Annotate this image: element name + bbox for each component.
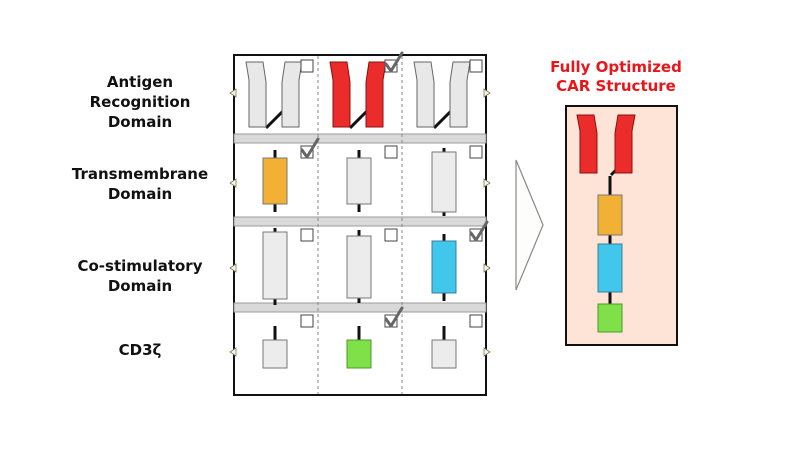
checkbox[interactable] xyxy=(469,314,483,328)
final-title-line: CAR Structure xyxy=(556,77,676,95)
antigen-option-column-3[interactable] xyxy=(413,61,471,130)
checkbox[interactable] xyxy=(300,228,314,242)
row-marker-right xyxy=(483,88,491,98)
row-marker-left xyxy=(229,347,237,357)
row-separator xyxy=(233,133,487,144)
cd3z-option-column-1[interactable] xyxy=(262,326,288,369)
final-structure-title: Fully Optimized CAR Structure xyxy=(520,58,712,96)
row-marker-right xyxy=(483,347,491,357)
checkbox[interactable] xyxy=(300,59,314,73)
row-marker-right xyxy=(483,178,491,188)
final-car-structure xyxy=(576,114,636,333)
row-label-line: Domain xyxy=(107,113,173,131)
checkbox[interactable] xyxy=(300,314,314,328)
transmembrane-option-column-1[interactable] xyxy=(262,150,288,212)
costim-option-column-1[interactable] xyxy=(262,228,288,305)
row-marker-right xyxy=(483,263,491,273)
row-marker-left xyxy=(229,263,237,273)
row-label-cd3z: CD3ζ xyxy=(40,340,240,360)
row-markers xyxy=(229,88,491,357)
row-label-line: CD3ζ xyxy=(118,341,162,359)
cd3z-option-column-3[interactable] xyxy=(431,326,457,369)
checkmark-icon xyxy=(384,306,404,328)
final-transmembrane-domain xyxy=(597,194,623,236)
row-label-line: Transmembrane xyxy=(71,165,209,183)
checkbox[interactable] xyxy=(469,145,483,159)
antigen-option-column-2[interactable] xyxy=(329,61,387,130)
checkmark-icon xyxy=(384,51,404,73)
checkmark-icon xyxy=(469,220,489,242)
row-marker-left xyxy=(229,88,237,98)
result-arrow-icon xyxy=(515,159,544,291)
row-label-line: Co-stimulatory xyxy=(77,257,203,275)
checkbox[interactable] xyxy=(384,145,398,159)
transmembrane-option-column-2[interactable] xyxy=(346,150,372,212)
row-separators xyxy=(233,133,487,313)
checkbox[interactable] xyxy=(469,59,483,73)
final-title-line: Fully Optimized xyxy=(550,58,682,76)
costim-option-column-2[interactable] xyxy=(346,230,372,303)
row-marker-left xyxy=(229,178,237,188)
column-dividers xyxy=(317,56,403,394)
row-label-antigen-recognition: Antigen Recognition Domain xyxy=(40,72,240,132)
row-label-line: Domain xyxy=(107,277,173,295)
row-separator xyxy=(233,216,487,227)
checkbox[interactable] xyxy=(384,228,398,242)
row-label-line: Domain xyxy=(107,185,173,203)
transmembrane-option-column-3[interactable] xyxy=(431,148,457,216)
antigen-option-column-1[interactable] xyxy=(245,61,303,130)
final-costimulatory-domain xyxy=(597,243,623,293)
row-separator xyxy=(233,302,487,313)
final-antigen-domain xyxy=(576,114,598,174)
final-cd3z-domain xyxy=(597,303,623,333)
checkmark-icons xyxy=(300,51,489,328)
cd3z-option-column-2[interactable] xyxy=(346,326,372,369)
row-label-transmembrane: Transmembrane Domain xyxy=(40,164,240,204)
row-label-line: Antigen xyxy=(106,73,174,91)
final-antigen-domain xyxy=(614,114,636,174)
row-label-line: Recognition xyxy=(89,93,191,111)
costim-option-column-3[interactable] xyxy=(431,234,457,301)
checkmark-icon xyxy=(300,137,320,159)
row-label-costimulatory: Co-stimulatory Domain xyxy=(40,256,240,296)
